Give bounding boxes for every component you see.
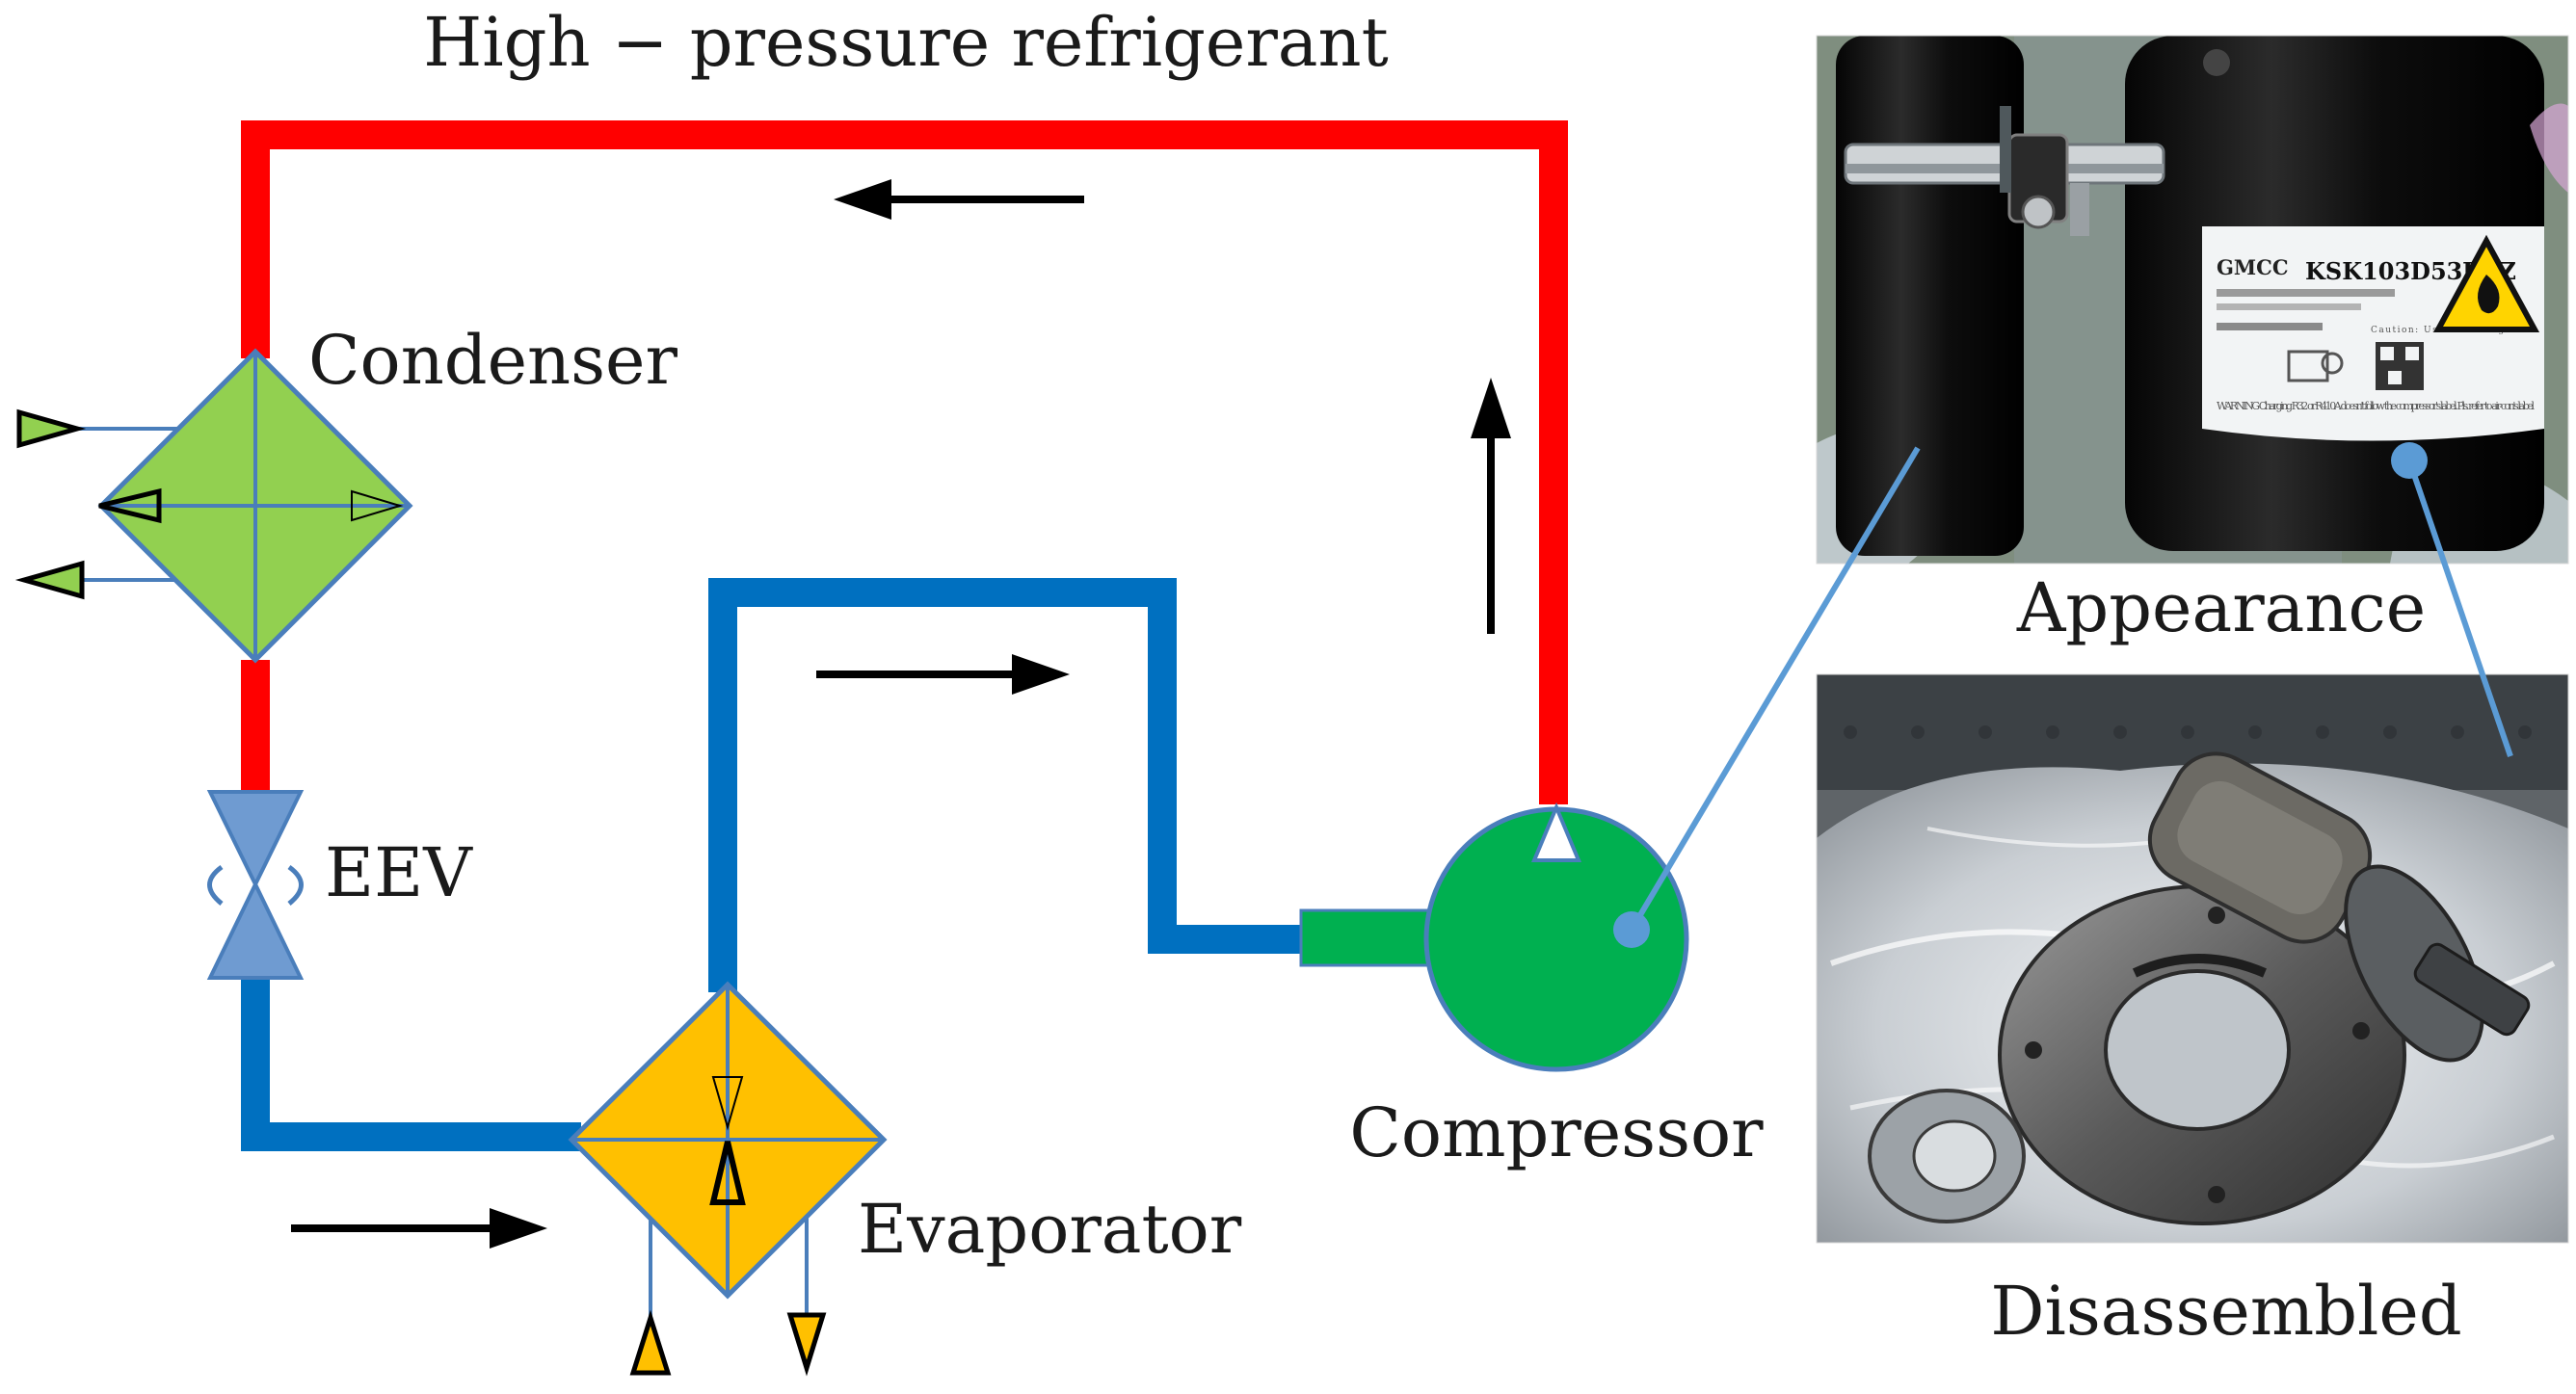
label-brand: GMCC [2217, 255, 2289, 279]
triangle-arrow-icon [629, 1309, 672, 1376]
flow-arrow-icon [816, 654, 1070, 695]
disassembled-label: Disassembled [1990, 1272, 2461, 1351]
flow-arrow-icon [834, 179, 1084, 220]
evaporator [568, 981, 888, 1377]
triangle-arrow-icon [16, 408, 87, 449]
condenser [14, 348, 413, 664]
suction-pipe [1299, 908, 1433, 967]
compressor [1423, 802, 1689, 1072]
high-pressure-line [241, 120, 1568, 804]
compressor-label: Compressor [1349, 1093, 1764, 1172]
flow-arrow-icon [291, 1208, 547, 1249]
label-warning: WARNING Charging R32 or R410A doesn't fo… [2217, 400, 2535, 412]
high-pressure-label: High − pressure refrigerant [423, 3, 1389, 82]
eev-valve [206, 790, 305, 980]
triangle-arrow-icon [709, 1141, 746, 1205]
triangle-arrow-icon [98, 487, 162, 524]
callout-dot [2391, 442, 2428, 479]
appearance-photo: GMCC KSK103D53UFZ WARNING Charging R32 o… [1817, 36, 2568, 564]
low-pressure-line [241, 578, 1306, 1151]
callout-lines [1629, 446, 2513, 932]
disassembled-photo [1817, 674, 2568, 1243]
callout-dot [1613, 911, 1650, 948]
evaporator-label: Evaporator [858, 1190, 1242, 1269]
appearance-label: Appearance [2016, 568, 2426, 647]
triangle-arrow-icon [711, 1076, 744, 1131]
eev-label: EEV [325, 833, 473, 912]
triangle-arrow-icon [786, 1312, 827, 1377]
condenser-label: Condenser [308, 321, 677, 400]
flow-arrow-icon [1471, 378, 1511, 634]
triangle-arrow-icon [14, 560, 85, 600]
triangle-arrow-icon [351, 489, 404, 522]
